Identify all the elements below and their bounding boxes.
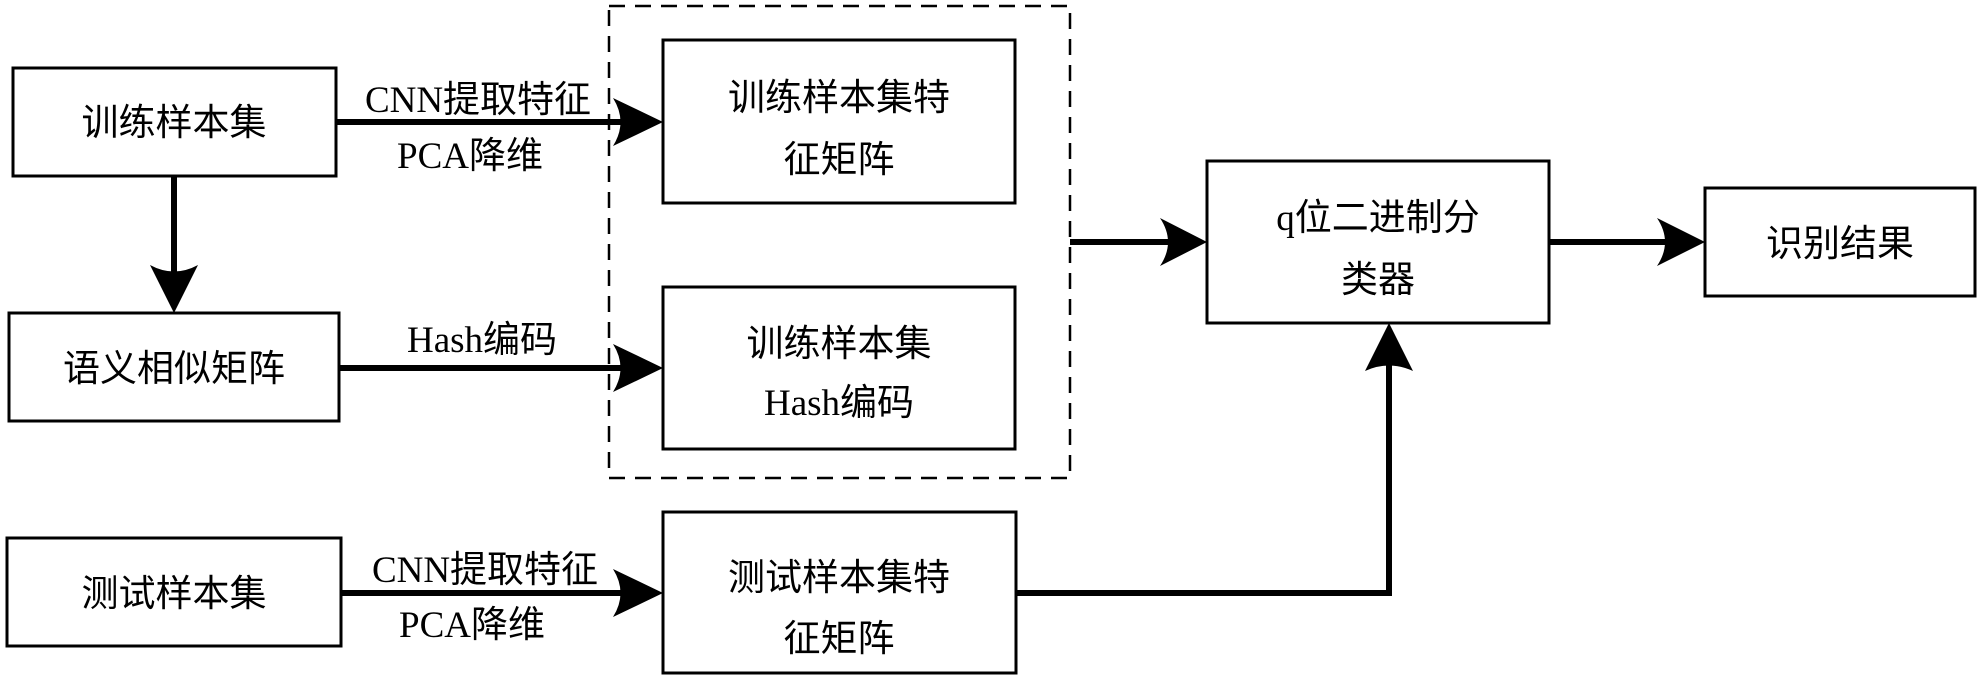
node-train-feature-matrix-box — [661, 38, 1017, 205]
node-classifier-label-line2: 类器 — [1341, 260, 1415, 301]
node-test-feature-matrix-box — [661, 510, 1018, 675]
arrowhead-icon — [1160, 218, 1207, 266]
edge-train-to-feature-label-line1: CNN提取特征 — [365, 79, 591, 121]
node-result-box — [1703, 186, 1977, 298]
arrowhead-icon — [1657, 218, 1705, 266]
edge-classifier-to-result — [1549, 218, 1705, 266]
node-train-hash-code: 训练样本集 Hash编码 — [661, 285, 1017, 451]
arrowhead-icon — [613, 569, 663, 617]
edge-train-to-semantic — [150, 176, 198, 313]
node-test-set: 测试样本集 — [5, 536, 343, 648]
node-train-hash-code-label-line1: 训练样本集 — [747, 323, 932, 365]
node-classifier-box — [1205, 159, 1551, 325]
edge-train-to-feature: CNN提取特征 PCA降维 — [336, 79, 663, 177]
edge-test-feature-to-classifier — [1016, 323, 1413, 596]
node-train-feature-matrix: 训练样本集特 征矩阵 — [661, 38, 1017, 205]
edge-semantic-to-hash: Hash编码 — [339, 319, 663, 392]
node-semantic-matrix-label: 语义相似矩阵 — [63, 349, 285, 390]
arrowhead-icon — [1365, 323, 1413, 371]
edge-test-feature-to-classifier-line — [1016, 360, 1392, 596]
node-train-feature-matrix-label-line1: 训练样本集特 — [728, 77, 950, 119]
arrowhead-icon — [150, 265, 198, 313]
node-test-set-label: 测试样本集 — [82, 573, 267, 615]
edge-test-to-feature-label-line1: CNN提取特征 — [372, 549, 598, 591]
node-train-set-box — [11, 66, 338, 178]
node-train-feature-matrix-label-line2: 征矩阵 — [784, 140, 895, 181]
arrowhead-icon — [613, 98, 663, 146]
node-test-feature-matrix-label-line2: 征矩阵 — [784, 619, 895, 660]
node-result-label: 识别结果 — [1766, 223, 1914, 265]
node-classifier-label-line1: q位二进制分 — [1276, 197, 1480, 239]
node-classifier: q位二进制分 类器 — [1205, 159, 1551, 325]
node-train-set-label: 训练样本集 — [82, 102, 267, 144]
edge-test-to-feature-label-line2: PCA降维 — [399, 604, 545, 646]
edge-semantic-to-hash-label: Hash编码 — [407, 319, 557, 361]
edge-train-to-feature-label-line2: PCA降维 — [397, 135, 543, 177]
node-semantic-matrix-box — [7, 311, 341, 423]
node-result: 识别结果 — [1703, 186, 1977, 298]
node-semantic-matrix: 语义相似矩阵 — [7, 311, 341, 423]
node-train-set: 训练样本集 — [11, 66, 338, 178]
edge-group-to-classifier — [1070, 218, 1207, 266]
edge-test-to-feature: CNN提取特征 PCA降维 — [341, 549, 663, 646]
node-train-hash-code-box — [661, 285, 1017, 451]
arrowhead-icon — [613, 344, 663, 392]
node-train-hash-code-label-line2: Hash编码 — [764, 382, 914, 424]
node-test-feature-matrix-label-line1: 测试样本集特 — [728, 557, 950, 599]
node-test-feature-matrix: 测试样本集特 征矩阵 — [661, 510, 1018, 675]
